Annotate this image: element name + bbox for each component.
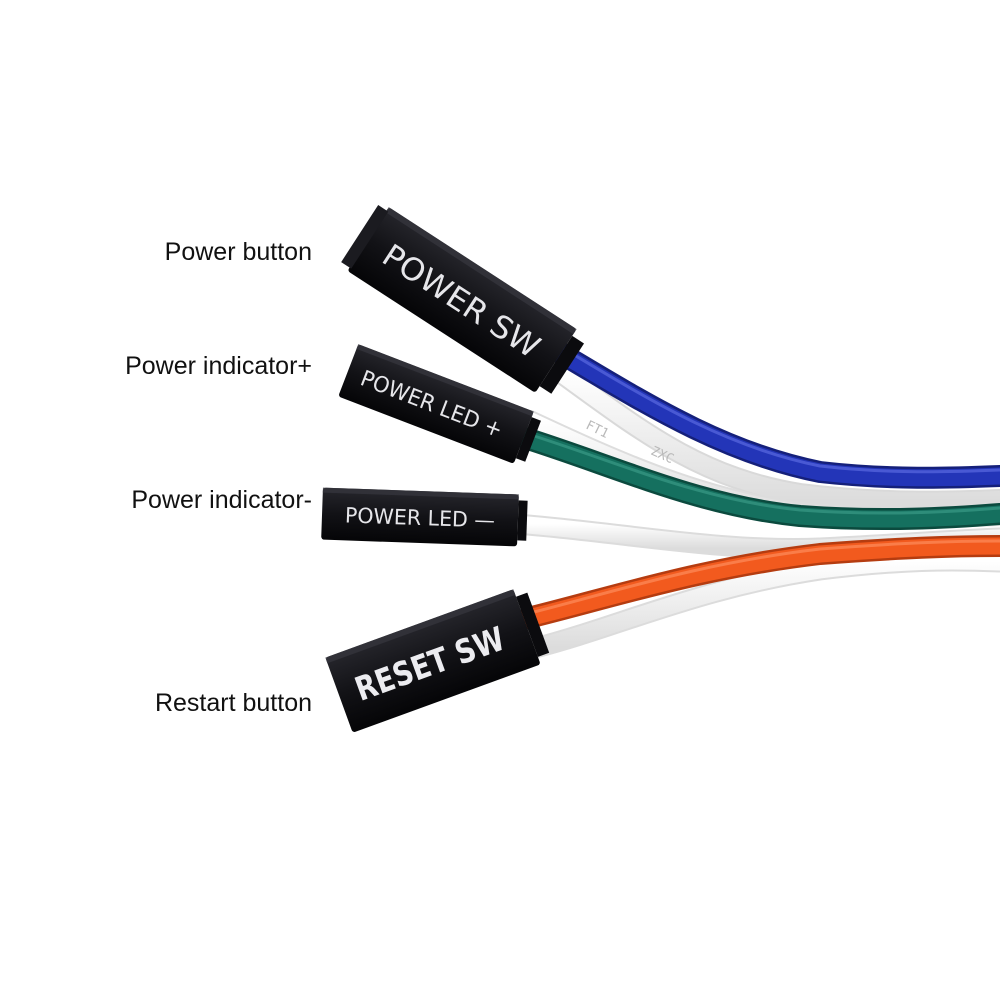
callout-restart-button: Restart button bbox=[154, 689, 312, 717]
wire-bundle: FT1 ZXC bbox=[505, 337, 1000, 659]
wire-blue bbox=[543, 339, 1000, 487]
wire-orange bbox=[519, 537, 1000, 627]
connector-reset-sw: RESET SW bbox=[325, 589, 550, 732]
callout-power-indicator-minus: Power indicator- bbox=[131, 486, 312, 514]
wire-blue-highlight bbox=[554, 342, 1000, 474]
callout-power-indicator-plus: Power indicator+ bbox=[125, 352, 312, 380]
connector-power-led-minus: POWER LED — bbox=[321, 487, 528, 547]
callout-power-button: Power button bbox=[164, 238, 312, 266]
wire-green bbox=[516, 429, 1000, 528]
connector-label-power-led-minus: POWER LED — bbox=[345, 503, 496, 532]
wire-white-power-sw bbox=[551, 363, 1000, 511]
